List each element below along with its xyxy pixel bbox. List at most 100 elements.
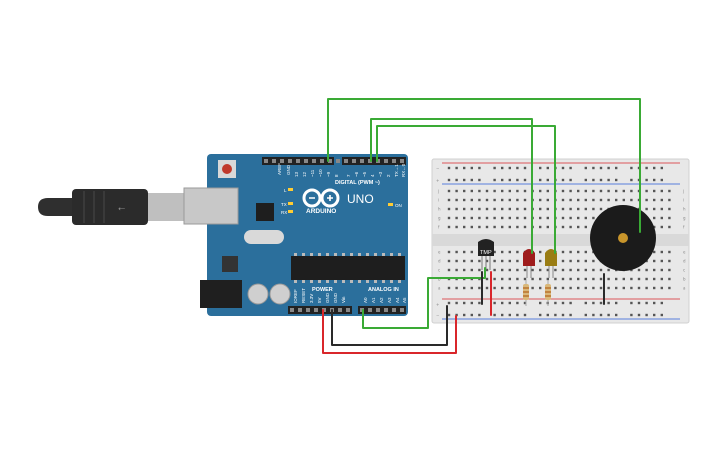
tie-hole xyxy=(501,207,504,211)
rail-hole xyxy=(455,178,458,182)
pin-label: IOREF xyxy=(293,289,298,303)
chip-pin xyxy=(326,253,329,256)
rail-hole xyxy=(508,178,511,182)
tie-hole xyxy=(455,225,458,229)
tie-hole xyxy=(523,277,527,281)
tie-hole xyxy=(668,268,671,272)
rail-hole xyxy=(645,178,648,182)
usb-cable-tail xyxy=(38,198,80,216)
tie-hole xyxy=(546,268,549,272)
tie-hole xyxy=(599,189,603,193)
rail-hole xyxy=(508,166,511,170)
rail-hole xyxy=(470,166,473,170)
tie-hole xyxy=(584,268,587,272)
rail-hole xyxy=(630,313,633,317)
tie-hole xyxy=(569,189,572,193)
pin-label: GND xyxy=(325,292,330,303)
pin-label: 12 xyxy=(302,171,307,177)
tie-hole xyxy=(455,198,458,202)
digital-header-label: DIGITAL (PWM ~) xyxy=(335,180,380,186)
pin-label: 7 xyxy=(346,174,351,177)
tie-hole xyxy=(577,189,580,193)
led-rx-label: RX xyxy=(281,210,287,215)
wire-green-red-led xyxy=(370,118,533,254)
tie-hole xyxy=(493,225,496,229)
rail-hole xyxy=(615,313,618,317)
rail-hole xyxy=(546,178,549,182)
tie-hole xyxy=(637,268,641,272)
header-holes xyxy=(264,159,404,312)
sensor-label: TMP xyxy=(480,250,492,256)
tie-hole xyxy=(470,286,473,290)
aref-label: AREF xyxy=(277,163,282,175)
tie-hole xyxy=(660,286,663,290)
rail-hole xyxy=(637,301,641,305)
wire-red-5v xyxy=(322,309,457,354)
rail-hole xyxy=(501,313,504,317)
tie-hole xyxy=(637,286,641,290)
chip-pin xyxy=(342,253,345,256)
resistor-1 xyxy=(523,280,529,306)
tie-hole xyxy=(501,225,504,229)
tie-hole xyxy=(455,207,458,211)
header-hole xyxy=(304,159,308,163)
pin-label: 5V xyxy=(317,297,322,303)
header-hole xyxy=(288,159,292,163)
tie-hole xyxy=(455,259,458,263)
rail-hole xyxy=(599,166,603,170)
chip-pin xyxy=(318,280,321,283)
rail-hole xyxy=(592,178,595,182)
tie-hole xyxy=(630,268,633,272)
tie-hole xyxy=(470,189,473,193)
chip-pin xyxy=(374,280,377,283)
usb-port xyxy=(183,187,239,225)
tie-hole xyxy=(660,189,663,193)
row-letter: f xyxy=(438,225,440,230)
tie-hole xyxy=(523,198,527,202)
tie-hole xyxy=(592,286,595,290)
header-hole xyxy=(376,308,380,312)
tie-hole xyxy=(485,286,489,290)
header-hole xyxy=(368,308,372,312)
header-hole xyxy=(346,308,350,312)
led-on-label: ON xyxy=(395,203,402,208)
tie-hole xyxy=(660,277,663,281)
tie-hole xyxy=(508,259,511,263)
temperature-sensor: TMP xyxy=(478,239,494,270)
rail-hole xyxy=(561,178,565,182)
tie-hole xyxy=(668,250,671,254)
rail-hole xyxy=(539,178,542,182)
rail-minus-label-tl: − xyxy=(436,166,439,171)
header-hole xyxy=(400,159,404,163)
reset-button-cap[interactable] xyxy=(222,164,232,174)
tie-hole xyxy=(569,207,572,211)
tie-hole xyxy=(607,268,610,272)
tie-hole xyxy=(660,198,663,202)
rail-hole xyxy=(523,178,527,182)
tie-hole xyxy=(463,268,466,272)
rail-hole xyxy=(607,166,610,170)
chip-pin xyxy=(358,253,361,256)
crystal xyxy=(244,230,284,244)
tie-hole xyxy=(523,207,527,211)
tie-hole xyxy=(569,286,572,290)
row-letter: d xyxy=(438,259,441,264)
tie-hole xyxy=(463,225,466,229)
chip-pin xyxy=(350,280,353,283)
tie-hole xyxy=(592,259,595,263)
analog-header-label: ANALOG IN xyxy=(368,287,399,293)
pin-label: RESET xyxy=(301,288,306,303)
tie-hole xyxy=(615,286,618,290)
tie-hole xyxy=(645,268,648,272)
tie-hole xyxy=(653,286,656,290)
tie-hole xyxy=(569,250,572,254)
tie-hole xyxy=(584,207,587,211)
rail-hole xyxy=(645,313,648,317)
tie-hole xyxy=(447,286,451,290)
tie-hole xyxy=(531,286,534,290)
chip-pin xyxy=(318,253,321,256)
tie-hole xyxy=(463,250,466,254)
